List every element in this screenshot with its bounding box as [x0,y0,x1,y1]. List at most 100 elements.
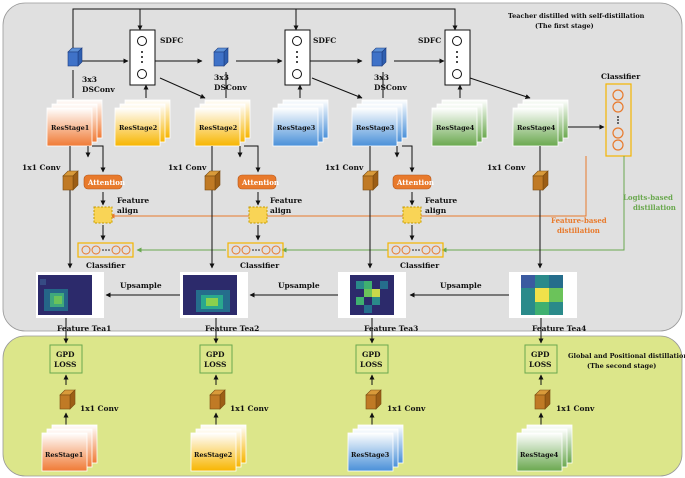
gpd-loss-1: GPD LOSS [49,344,83,374]
svg-text:Feature Tea4: Feature Tea4 [532,324,586,333]
sdfc-label-1: SDFC [160,36,183,45]
svg-text:Feature: Feature [270,196,302,205]
teacher-resstage-4b-label: ResStage4 [517,124,556,132]
dsconv-label-3b: DSConv [374,83,407,92]
student-resstage-3: ResStage3 [347,424,404,472]
dsconv-cube-1: 3x3 DSConv [67,47,115,94]
feature-distill-label-1: Feature-based [551,216,607,225]
student-up-arrows [63,374,544,425]
teacher-resstage-3a: ResStage3 [272,99,329,147]
svg-text:GPD: GPD [56,350,75,359]
stage2-title: Global and Positional distillation [568,352,685,360]
attention-box-3: Attention [392,174,434,190]
teacher-resstage-1-label: ResStage1 [51,124,89,132]
svg-text:1x1 Conv: 1x1 Conv [230,404,269,413]
sdfc-block-1: SDFC [129,29,183,86]
teacher-resstage-2b: ResStage2 [194,99,251,147]
svg-text:1x1 Conv: 1x1 Conv [556,404,595,413]
svg-text:Attention: Attention [396,178,434,187]
svg-text:LOSS: LOSS [54,360,76,369]
student-resstage-4: ResStage4 [516,424,573,472]
svg-text:Classifier: Classifier [400,261,440,270]
conv1x1-teacher-4-label: 1x1 Conv [487,163,526,172]
dsconv-label-2b: DSConv [214,83,247,92]
teacher-resstage-2b-label: ResStage2 [199,124,237,132]
stage-down-arrows [67,145,543,269]
sdfc-label-2: SDFC [313,36,336,45]
svg-text:ResStage4: ResStage4 [520,451,559,459]
feature-align-2: Feature align [248,196,302,224]
feature-align-3: Feature align [402,196,457,224]
attention-box-1: Attention [83,174,125,190]
svg-text:Feature Tea2: Feature Tea2 [205,324,259,333]
svg-text:Feature Tea1: Feature Tea1 [57,324,111,333]
conv1x1-teacher-2-label: 1x1 Conv [168,163,207,172]
svg-text:Classifier: Classifier [240,261,280,270]
sdfc-block-2: SDFC [284,29,336,86]
conv1x1-student-1: 1x1 Conv [59,389,119,413]
stage1-subtitle: (The first stage) [535,22,594,30]
main-classifier: Classifier [601,72,641,157]
gpd-loss-3: GPD LOSS [355,344,389,374]
teacher-resstage-2a-label: ResStage2 [119,124,157,132]
conv1x1-teacher-4: 1x1 Conv [487,163,549,191]
main-classifier-label: Classifier [601,72,641,81]
svg-text:Attention: Attention [241,178,279,187]
classifier-horizontal-2: Classifier [227,242,284,270]
student-resstage-1: ResStage1 [41,424,98,472]
teacher-resstage-1: ResStage1 [46,99,103,147]
classifier-horizontal-1: Classifier [77,242,134,270]
stage1-panel [2,2,683,332]
student-resstage-2: ResStage2 [190,424,247,472]
svg-text:align: align [425,206,447,215]
svg-text:GPD: GPD [531,350,550,359]
feature-align-1: Feature align [93,196,149,224]
dsconv-label-1b: DSConv [82,85,115,94]
svg-text:LOSS: LOSS [204,360,226,369]
svg-text:Classifier: Classifier [86,261,126,270]
teacher-resstage-3b: ResStage3 [351,99,408,147]
attention-box-2: Attention [237,174,279,190]
stage2-subtitle: (The second stage) [587,362,656,370]
gpd-loss-4: GPD LOSS [524,344,558,374]
svg-text:ResStage1: ResStage1 [45,451,83,459]
conv1x1-teacher-1-label: 1x1 Conv [22,163,61,172]
dsconv-label-1a: 3x3 [82,75,97,84]
conv1x1-teacher-3: 1x1 Conv [325,163,379,191]
svg-text:LOSS: LOSS [529,360,551,369]
teacher-resstage-3a-label: ResStage3 [277,124,316,132]
svg-text:ResStage2: ResStage2 [194,451,232,459]
conv1x1-student-3: 1x1 Conv [365,389,426,413]
svg-text:Attention: Attention [87,178,125,187]
conv1x1-student-4: 1x1 Conv [534,389,595,413]
sdfc-label-3: SDFC [418,36,441,45]
classifier-horizontal-3: Classifier [387,242,444,270]
upsample-label-2: Upsample [278,281,320,290]
dsconv-label-2a: 3x3 [214,73,229,82]
teacher-resstage-4b: ResStage4 [512,99,569,147]
conv1x1-student-2: 1x1 Conv [209,389,269,413]
dsconv-cube-2: 3x3 DSConv [213,47,247,92]
conv1x1-teacher-1: 1x1 Conv [22,163,79,191]
teacher-resstage-4a-label: ResStage4 [436,124,475,132]
teacher-resstage-3b-label: ResStage3 [356,124,395,132]
dsconv-cube-3: 3x3 DSConv [371,47,407,92]
upsample-label-1: Upsample [120,281,162,290]
gpd-loss-2: GPD LOSS [199,344,233,374]
svg-text:Feature Tea3: Feature Tea3 [364,324,418,333]
stage1-title: Teacher distilled with self-distillation [508,12,645,20]
feature-map-tea4: Feature Tea4 [509,272,586,333]
svg-text:LOSS: LOSS [360,360,382,369]
dsconv-label-3a: 3x3 [374,73,389,82]
svg-text:align: align [117,206,139,215]
feature-map-tea3: Feature Tea3 [338,272,418,333]
teacher-resstage-4a: ResStage4 [431,99,488,147]
top-bus-lines [72,8,531,99]
conv1x1-teacher-3-label: 1x1 Conv [325,163,364,172]
svg-text:GPD: GPD [362,350,381,359]
teacher-resstage-2a: ResStage2 [114,99,171,147]
svg-text:ResStage3: ResStage3 [351,451,390,459]
sdfc-block-3: SDFC [418,29,471,86]
logits-distill-label-1: Logits-based [623,193,673,202]
